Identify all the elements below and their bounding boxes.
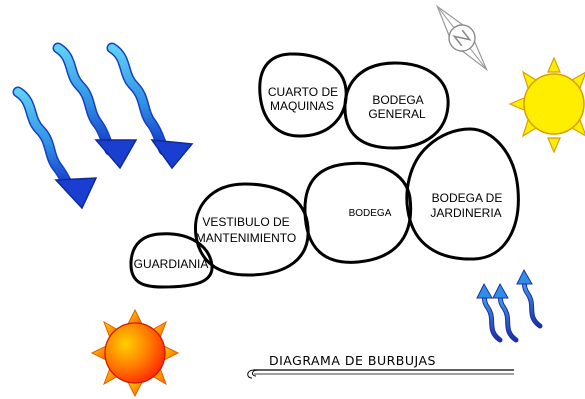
bubble-cuarto-maquinas bbox=[258, 52, 348, 138]
title-block: DIAGRAMA DE BURBUJAS bbox=[247, 353, 514, 379]
label-bodega-general-line2: GENERAL bbox=[368, 107, 426, 121]
diagram-title: DIAGRAMA DE BURBUJAS bbox=[269, 353, 436, 368]
bubble-bodega bbox=[303, 161, 413, 264]
north-compass-icon bbox=[436, 4, 489, 72]
wind-arrow bbox=[12, 86, 98, 210]
bubble-vestibulo bbox=[194, 182, 310, 277]
sun-icon bbox=[90, 308, 180, 398]
label-guardiania: GUARDIANIA bbox=[134, 257, 209, 271]
label-cuarto-maquinas-line2: MAQUINAS bbox=[270, 99, 334, 113]
wind-arrows-icon bbox=[476, 268, 543, 343]
sun-icon bbox=[508, 56, 585, 154]
wind-arrow bbox=[52, 42, 138, 170]
label-vestibulo-line1: VESTIBULO DE bbox=[202, 215, 289, 229]
label-bodega: BODEGA bbox=[349, 208, 392, 219]
bubble-guardiania bbox=[129, 232, 214, 289]
bubble-bodega-general bbox=[343, 61, 450, 150]
wind-arrows-icon bbox=[12, 42, 194, 210]
label-bodega-jardineria-line1: BODEGA DE bbox=[432, 191, 503, 205]
bubble-bodega-jardineria bbox=[405, 127, 520, 261]
label-bodega-jardineria-line2: JARDINERIA bbox=[430, 206, 501, 220]
label-bodega-general-line1: BODEGA bbox=[372, 93, 423, 107]
wind-arrow bbox=[106, 42, 194, 170]
label-cuarto-maquinas-line1: CUARTO DE bbox=[268, 85, 338, 99]
label-vestibulo-line2: MANTENIMIENTO bbox=[196, 231, 296, 245]
